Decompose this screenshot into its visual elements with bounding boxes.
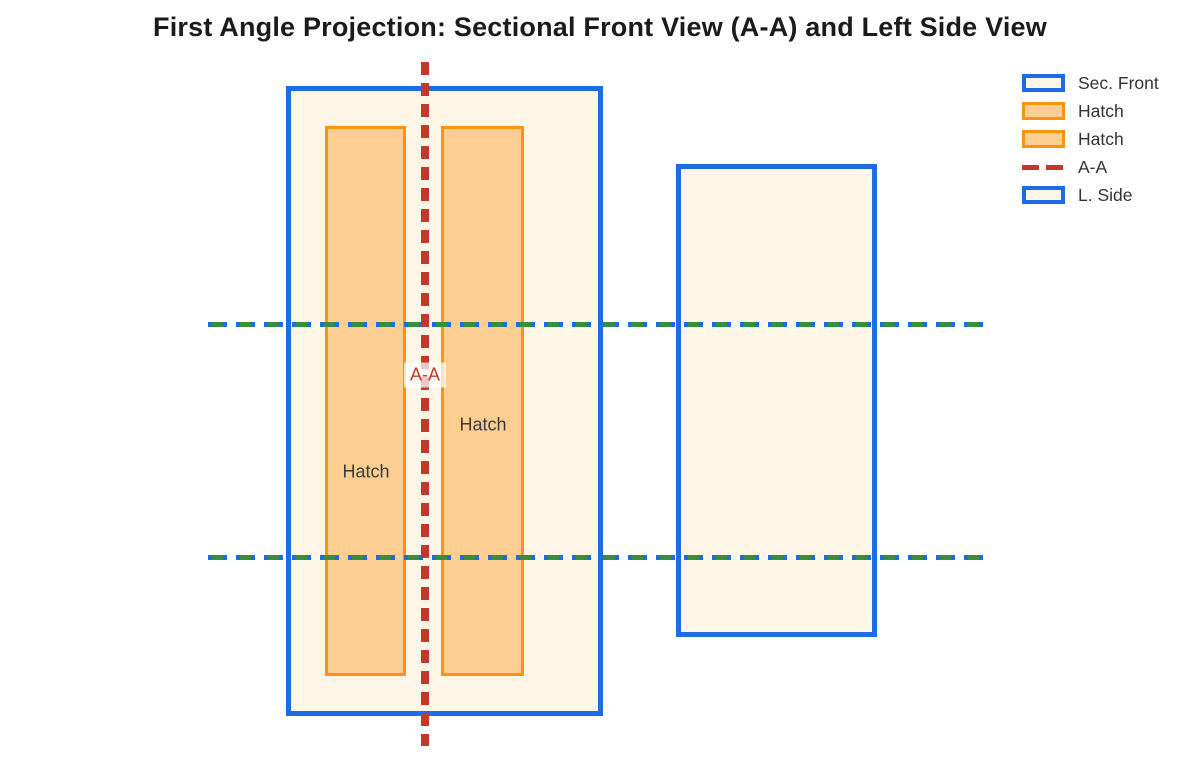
hatch-swatch-icon [1022,102,1065,120]
sec-front-swatch-icon [1022,74,1065,92]
hatch-label-right: Hatch [459,414,507,435]
legend-item-hatch-1: Hatch [1022,100,1159,121]
legend-item-a-a: A-A [1022,156,1159,177]
legend-label-hatch-1: Hatch [1078,100,1124,121]
section-cutting-plane-line [421,62,429,746]
legend-label-a-a: A-A [1078,156,1108,177]
left-side-view-outline [676,164,877,637]
legend-label-l-side: L. Side [1078,184,1133,205]
horizontal-centerline-upper [208,322,990,327]
section-line-dash-icon [1022,158,1065,176]
legend-item-l-side: L. Side [1022,184,1159,205]
legend-item-hatch-2: Hatch [1022,128,1159,149]
horizontal-centerline-lower [208,555,990,560]
hatch-area-right [441,126,524,676]
section-line-label: A-A [403,362,447,388]
l-side-swatch-icon [1022,186,1065,204]
diagram-title: First Angle Projection: Sectional Front … [153,12,1047,42]
hatch-label-left: Hatch [342,461,390,482]
hatch-area-left [325,126,406,676]
legend-label-hatch-2: Hatch [1078,128,1124,149]
legend: Sec. Front Hatch Hatch A-A L. Side [1022,72,1159,205]
legend-item-sec-front: Sec. Front [1022,72,1159,93]
legend-label-sec-front: Sec. Front [1078,72,1159,93]
hatch-swatch-icon [1022,130,1065,148]
